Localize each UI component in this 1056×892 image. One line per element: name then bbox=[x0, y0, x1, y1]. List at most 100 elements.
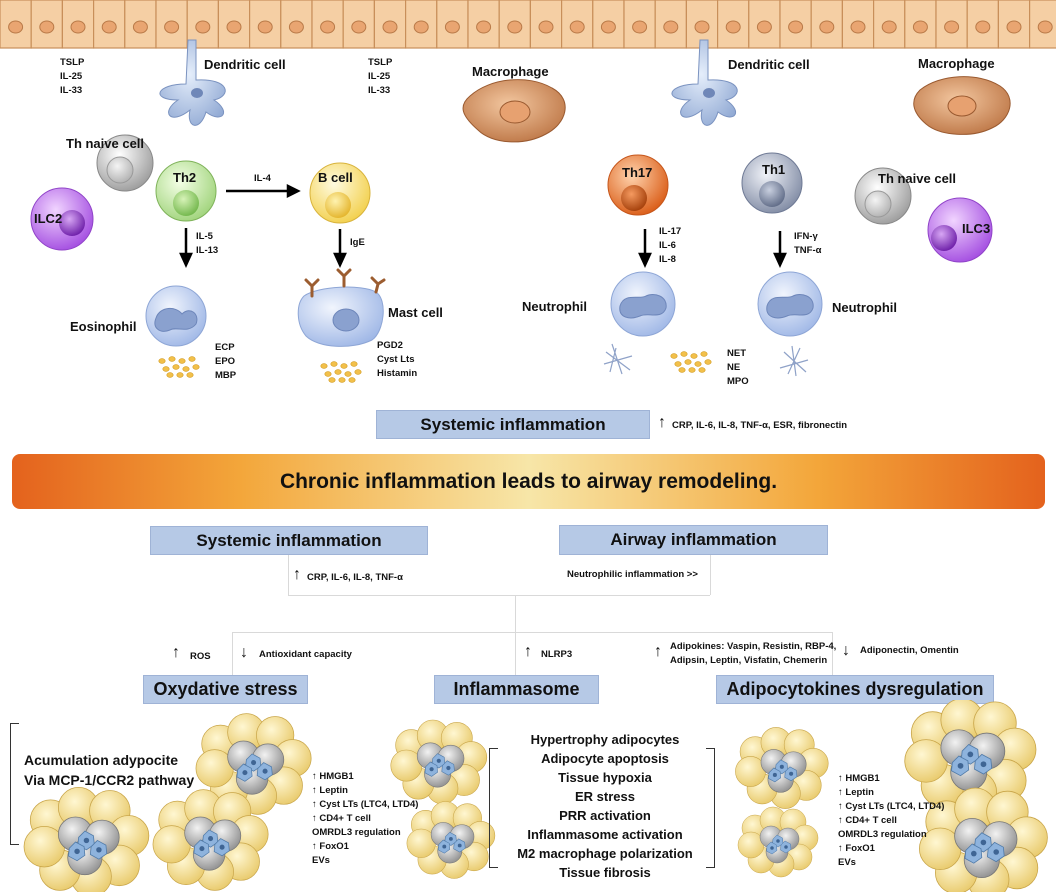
immune-nucleus bbox=[971, 850, 977, 857]
product-label: NE bbox=[727, 362, 741, 373]
immune-nucleus bbox=[436, 758, 441, 763]
systemic-markers: CRP, IL-6, IL-8, TNF-α bbox=[307, 572, 403, 583]
cytokine-label: TSLP bbox=[368, 57, 393, 68]
adipocyte-cluster bbox=[737, 806, 819, 878]
immune-nucleus bbox=[993, 849, 999, 855]
adipocyte-cluster bbox=[918, 787, 1048, 892]
epithelial-nucleus bbox=[756, 20, 772, 34]
cytokine-label: IL-25 bbox=[60, 71, 83, 82]
systemic-markers-top: CRP, IL-6, IL-8, TNF-α, ESR, fibronectin bbox=[672, 420, 848, 431]
immune-nucleus bbox=[83, 837, 90, 844]
up-arrow-icon: ↑ bbox=[658, 414, 666, 431]
effect-item: ↑ HMGB1 bbox=[312, 771, 354, 782]
il4-label: IL-4 bbox=[254, 173, 271, 184]
immune-nucleus bbox=[251, 760, 257, 766]
effect-item: ↑ Cyst LTs (LTC4, LTD4) bbox=[838, 801, 945, 812]
epithelial-nucleus bbox=[507, 20, 523, 34]
product-label: ECP bbox=[215, 342, 235, 353]
epithelial-nucleus bbox=[1037, 20, 1053, 34]
immune-nucleus bbox=[776, 839, 780, 843]
epithelial-nucleus bbox=[569, 20, 585, 34]
granule bbox=[678, 367, 686, 373]
product-label: MBP bbox=[215, 370, 237, 381]
effect-item: ↑ CD4+ T cell bbox=[838, 815, 897, 826]
ige-label: IgE bbox=[350, 237, 365, 248]
airway-inflammation-box: Airway inflammation bbox=[559, 525, 828, 555]
connector-line bbox=[515, 596, 516, 675]
epithelial-nucleus bbox=[788, 20, 804, 34]
epithelial-nucleus bbox=[288, 20, 304, 34]
outcome-item: M2 macrophage polarization bbox=[517, 846, 693, 861]
immune-nucleus bbox=[980, 761, 987, 768]
outcome-item: Tissue fibrosis bbox=[559, 865, 651, 880]
immune-nucleus bbox=[967, 751, 974, 758]
product-label: NET bbox=[727, 348, 746, 359]
cytokine-label: IL-13 bbox=[196, 245, 219, 256]
ilc3-label: ILC3 bbox=[962, 221, 991, 236]
cytokine-label: IL-33 bbox=[368, 85, 391, 96]
immune-nucleus bbox=[429, 767, 434, 772]
immune-nucleus bbox=[779, 764, 784, 769]
inflammasome-box: Inflammasome bbox=[434, 675, 599, 704]
granule bbox=[328, 377, 336, 383]
connector-line bbox=[232, 632, 832, 633]
epithelial-nucleus bbox=[850, 20, 866, 34]
granule bbox=[690, 353, 698, 359]
epithelial-cytokines-left: TSLP IL-25 IL-33 bbox=[60, 56, 84, 98]
granule bbox=[350, 361, 358, 367]
outcome-item: ER stress bbox=[575, 789, 635, 804]
effect-item: EVs bbox=[838, 857, 856, 868]
th2-cytokines: IL-5 IL-13 bbox=[196, 230, 218, 258]
adipocyte-cluster bbox=[406, 801, 496, 879]
granule bbox=[354, 369, 362, 375]
banner-title: Chronic inflammation leads to airway rem… bbox=[12, 454, 1045, 509]
adipocyte-cluster bbox=[735, 727, 829, 809]
connector-line bbox=[288, 595, 710, 596]
cytokine-label: IL-8 bbox=[659, 254, 676, 265]
effect-item: ↑ Leptin bbox=[838, 787, 874, 798]
effect-item: OMRDL3 regulation bbox=[838, 829, 927, 840]
immune-nucleus bbox=[446, 765, 451, 771]
epithelial-nucleus bbox=[912, 20, 928, 34]
th1-cytokines: IFN-γ TNF-α bbox=[794, 230, 821, 258]
bracket-outcomes-right bbox=[706, 748, 715, 868]
immune-nucleus bbox=[789, 771, 794, 776]
effect-item: ↑ Cyst LTs (LTC4, LTD4) bbox=[312, 799, 419, 810]
adipocyte-cluster bbox=[904, 700, 1037, 814]
effect-item: ↑ CD4+ T cell bbox=[312, 813, 371, 824]
epithelial-nucleus bbox=[101, 20, 117, 34]
effect-item: ↑ FoxO1 bbox=[312, 841, 349, 852]
outcome-item: Hypertrophy adipocytes bbox=[530, 732, 680, 747]
granule bbox=[172, 364, 180, 370]
epithelial-nucleus bbox=[320, 20, 336, 34]
immune-nucleus bbox=[957, 762, 964, 769]
outcome-item: PRR activation bbox=[559, 808, 651, 823]
immune-nucleus bbox=[784, 845, 788, 849]
granule bbox=[186, 372, 194, 378]
cytokine-label: TNF-α bbox=[794, 245, 822, 256]
epithelial-nucleus bbox=[444, 20, 460, 34]
immune-nucleus bbox=[442, 844, 447, 849]
granule bbox=[188, 356, 196, 362]
granule bbox=[704, 359, 712, 365]
granule bbox=[320, 363, 328, 369]
adipocytokines-box: Adipocytokines dysregulation bbox=[716, 675, 994, 704]
product-label: MPO bbox=[727, 376, 749, 387]
granule bbox=[684, 359, 692, 365]
epithelial-nucleus bbox=[600, 20, 616, 34]
connector-line bbox=[288, 553, 289, 595]
product-label: Histamin bbox=[377, 368, 418, 379]
granule bbox=[348, 377, 356, 383]
airway-markers: Neutrophilic inflammation >> bbox=[567, 569, 698, 580]
product-label: EPO bbox=[215, 356, 236, 367]
granule bbox=[166, 372, 174, 378]
granule bbox=[340, 363, 348, 369]
epithelial-nucleus bbox=[226, 20, 242, 34]
neutrophil-right-label: Neutrophil bbox=[832, 300, 897, 315]
granule bbox=[168, 356, 176, 362]
up-arrow-icon: ↑ bbox=[293, 566, 301, 583]
up-arrow-icon: ↑ bbox=[172, 644, 180, 661]
up-arrow-icon: ↑ bbox=[524, 643, 532, 660]
immune-nucleus bbox=[770, 846, 774, 850]
accumulation-line: Via MCP-1/CCR2 pathway bbox=[24, 772, 195, 788]
